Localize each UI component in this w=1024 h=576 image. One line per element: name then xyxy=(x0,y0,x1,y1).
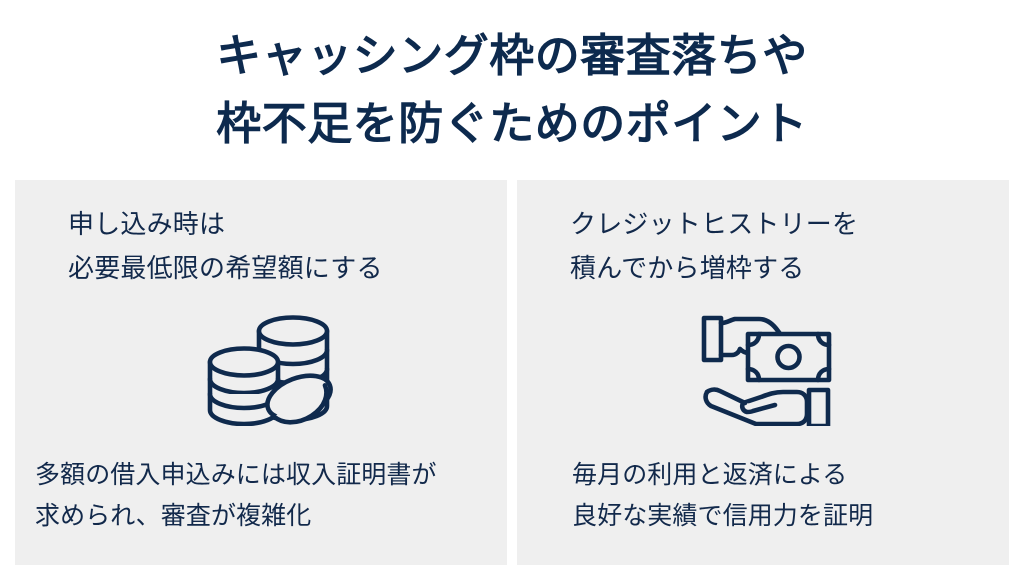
card-caption-line-1: 毎月の利用と返済による xyxy=(572,461,848,489)
point-card-application-amount: 申し込み時は 必要最低限の希望額にする xyxy=(15,180,507,565)
title-line-1: キャッシング枠の審査落ちや xyxy=(216,30,808,81)
card-caption-line-2: 求められ、審査が複雑化 xyxy=(35,502,312,530)
card-heading-line-1: クレジットヒストリーを xyxy=(570,209,859,239)
hand-giving-money-icon xyxy=(701,315,832,426)
title-line-2: 枠不足を防ぐためのポイント xyxy=(216,98,808,149)
card-caption: 多額の借入申込みには収入証明書が 求められ、審査が複雑化 xyxy=(35,455,493,537)
card-caption-line-2: 良好な実績で信用力を証明 xyxy=(572,502,874,530)
card-heading-line-2: 積んでから増枠する xyxy=(570,253,805,283)
card-caption: 毎月の利用と返済による 良好な実績で信用力を証明 xyxy=(572,455,995,537)
card-icon-container xyxy=(15,308,507,428)
card-heading: 申し込み時は 必要最低限の希望額にする xyxy=(68,202,487,290)
card-caption-line-1: 多額の借入申込みには収入証明書が xyxy=(35,461,437,489)
card-icon-container xyxy=(517,308,1009,428)
card-heading-line-2: 必要最低限の希望額にする xyxy=(68,253,383,283)
coin-stacks-icon xyxy=(207,315,333,426)
point-card-credit-history: クレジットヒストリーを 積んでから増枠する xyxy=(517,180,1009,565)
page-title: キャッシング枠の審査落ちや 枠不足を防ぐためのポイント xyxy=(0,22,1024,158)
points-card-row: 申し込み時は 必要最低限の希望額にする xyxy=(15,180,1009,565)
card-heading-line-1: 申し込み時は xyxy=(68,209,226,239)
card-heading: クレジットヒストリーを 積んでから増枠する xyxy=(570,202,989,290)
